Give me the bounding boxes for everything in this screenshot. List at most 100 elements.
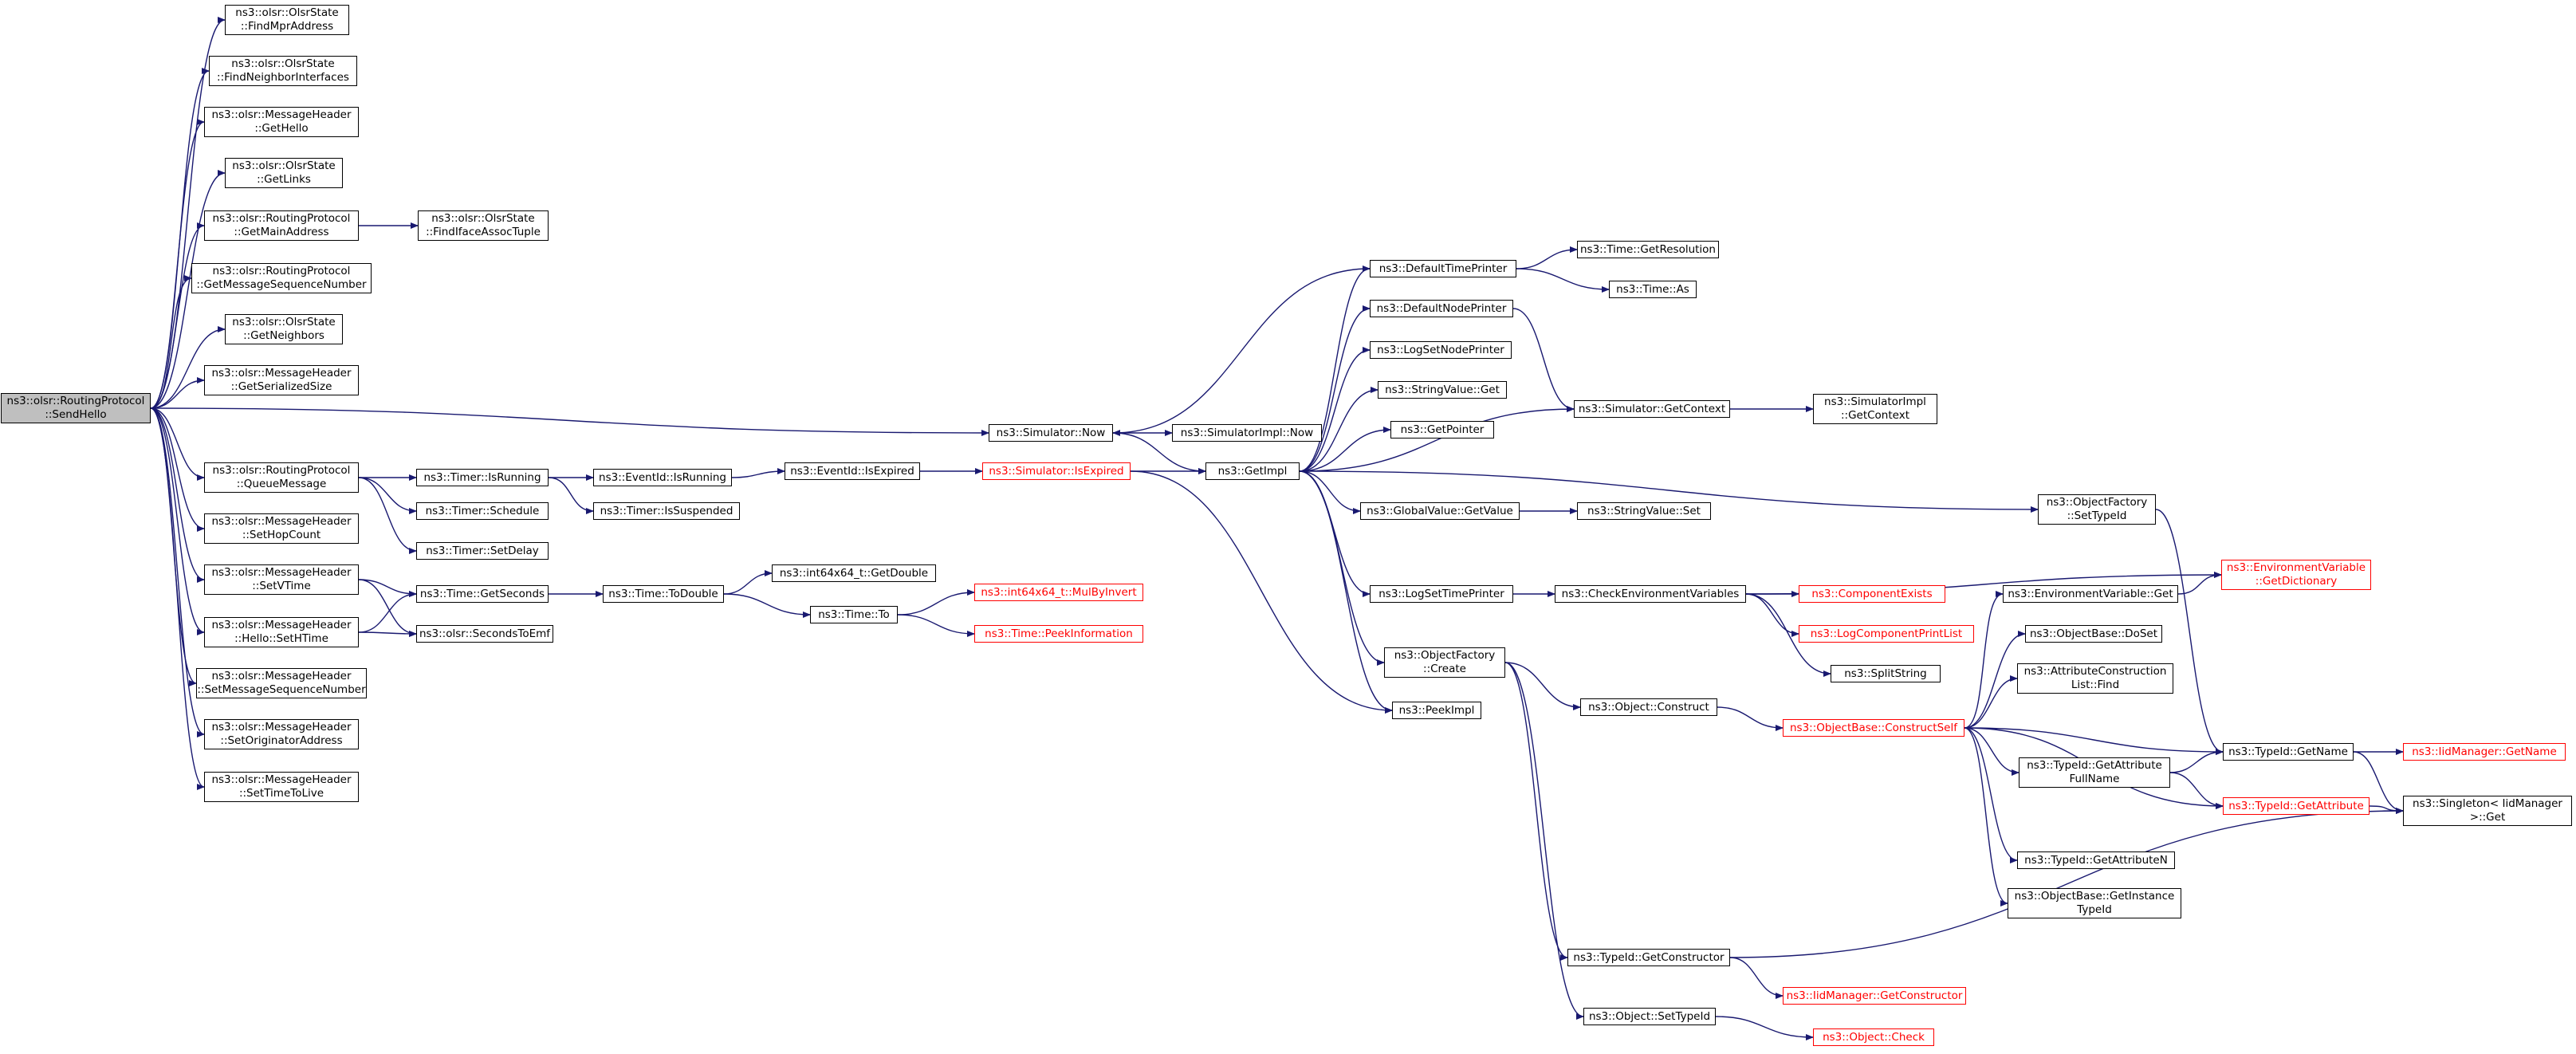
node-simImplNow[interactable]: ns3::SimulatorImpl::Now [1172,424,1322,442]
node-obDoSet[interactable]: ns3::ObjectBase::DoSet [2025,625,2162,643]
node-label: ns3::int64x64_t::MulByInvert [981,585,1137,599]
node-timerSetDelay[interactable]: ns3::Timer::SetDelay [416,542,549,560]
node-checkEnvVars[interactable]: ns3::CheckEnvironmentVariables [1555,585,1746,603]
node-getPointer[interactable]: ns3::GetPointer [1390,421,1494,439]
node-peekImpl[interactable]: ns3::PeekImpl [1392,702,1481,719]
edge-getImpl-to-stringValueGet [1299,387,1378,472]
node-setHTime[interactable]: ns3::olsr::MessageHeader::Hello::SetHTim… [204,617,359,647]
node-stringValueGet[interactable]: ns3::StringValue::Get [1378,381,1507,399]
node-typeIdGetAttr[interactable]: ns3::TypeId::GetAttribute [2223,797,2370,815]
node-getImpl[interactable]: ns3::GetImpl [1205,462,1300,480]
node-logCompPrintList[interactable]: ns3::LogComponentPrintList [1799,625,1974,643]
node-setHopCount[interactable]: ns3::olsr::MessageHeader::SetHopCount [204,513,359,544]
node-objCheck[interactable]: ns3::Object::Check [1813,1028,1934,1046]
node-logSetTimePrinter[interactable]: ns3::LogSetTimePrinter [1370,585,1513,603]
node-label: ::Create [1423,663,1466,675]
edge-setHTime-to-secondsToEmf [358,630,417,637]
node-label: ns3::olsr::MessageHeader [211,566,352,579]
node-label: ns3::Timer::IsRunning [423,470,541,484]
node-int64GetDouble[interactable]: ns3::int64x64_t::GetDouble [772,564,936,582]
node-timeTo[interactable]: ns3::Time::To [810,606,898,623]
node-label: ns3::Time::GetResolution [1579,242,1716,256]
node-envGetDict[interactable]: ns3::EnvironmentVariable::GetDictionary [2221,560,2371,590]
node-eventIdIsRunning[interactable]: ns3::EventId::IsRunning [593,469,732,486]
node-label: ns3::Timer::IsSuspended [600,504,733,517]
node-label: ns3::olsr::OlsrState [232,316,336,328]
node-setOrigAddr[interactable]: ns3::olsr::MessageHeader::SetOriginatorA… [204,719,359,749]
node-setMsgSeq[interactable]: ns3::olsr::MessageHeader::SetMessageSequ… [196,668,367,698]
node-label: ns3::GetPointer [1400,423,1485,436]
node-label: ns3::olsr::MessageHeader [211,670,352,682]
node-objConstruct[interactable]: ns3::Object::Construct [1580,698,1717,716]
node-label: ns3::ObjectBase::DoSet [2029,627,2158,640]
node-label: ::GetHello [254,122,309,135]
node-eventIdIsExpired[interactable]: ns3::EventId::IsExpired [785,462,920,480]
node-getLinks[interactable]: ns3::olsr::OlsrState::GetLinks [225,158,343,188]
node-defTimePrinter[interactable]: ns3::DefaultTimePrinter [1370,260,1516,277]
node-label: ns3::Timer::SetDelay [426,544,539,557]
node-typeIdGetName[interactable]: ns3::TypeId::GetName [2223,743,2354,761]
node-label: ns3::olsr::MessageHeader [211,721,352,733]
node-setVTime[interactable]: ns3::olsr::MessageHeader::SetVTime [204,564,359,595]
edge-typeIdGetConstr-to-singletonGet [1729,808,2404,958]
node-findIfaceAssoc[interactable]: ns3::olsr::OlsrState::FindIfaceAssocTupl… [418,210,549,241]
node-label: ns3::EnvironmentVariable [2226,561,2366,574]
node-label: ns3::CheckEnvironmentVariables [1561,587,1740,600]
edge-root-to-getNeighbors [150,326,226,409]
node-simGetContext[interactable]: ns3::Simulator::GetContext [1574,400,1730,418]
node-iidGetConstr[interactable]: ns3::IidManager::GetConstructor [1783,987,1966,1005]
node-queueMsg[interactable]: ns3::olsr::RoutingProtocol::QueueMessage [204,462,359,493]
node-label: ns3::TypeId::GetConstructor [1573,950,1725,964]
node-peekInfo[interactable]: ns3::Time::PeekInformation [974,625,1143,643]
node-getHello[interactable]: ns3::olsr::MessageHeader::GetHello [204,107,359,137]
node-label: ns3::AttributeConstruction [2023,665,2167,678]
node-timeGetSeconds[interactable]: ns3::Time::GetSeconds [416,585,549,603]
edge-defTimePrinter-to-simNow [1112,268,1371,436]
node-getMainAddr[interactable]: ns3::olsr::RoutingProtocol::GetMainAddre… [204,210,359,241]
node-secondsToEmf[interactable]: ns3::olsr::SecondsToEmf [416,625,553,643]
node-objSetTypeId[interactable]: ns3::Object::SetTypeId [1583,1008,1716,1025]
node-root[interactable]: ns3::olsr::RoutingProtocol::SendHello [1,393,151,423]
node-singletonGet[interactable]: ns3::Singleton< IidManager>::Get [2403,796,2572,826]
node-typeIdGetAttrN[interactable]: ns3::TypeId::GetAttributeN [2017,851,2175,869]
node-splitString[interactable]: ns3::SplitString [1831,665,1941,682]
node-typeIdGetConstr[interactable]: ns3::TypeId::GetConstructor [1567,949,1730,966]
node-simIsExpired[interactable]: ns3::Simulator::IsExpired [982,462,1131,480]
node-obConstructSelf[interactable]: ns3::ObjectBase::ConstructSelf [1783,719,1964,737]
node-label: ns3::LogSetNodePrinter [1377,343,1504,356]
node-timeGetRes[interactable]: ns3::Time::GetResolution [1577,241,1719,258]
node-getNeighbors[interactable]: ns3::olsr::OlsrState::GetNeighbors [225,314,343,344]
node-logSetNodePrinter[interactable]: ns3::LogSetNodePrinter [1370,341,1512,359]
node-timeToDouble[interactable]: ns3::Time::ToDouble [603,585,724,603]
edge-obConstructSelf-to-obGetInstTypeId [1964,727,2008,907]
node-ofSetTypeId[interactable]: ns3::ObjectFactory::SetTypeId [2038,494,2156,525]
node-timerSchedule[interactable]: ns3::Timer::Schedule [416,502,549,520]
node-iidGetName[interactable]: ns3::IidManager::GetName [2403,743,2566,761]
node-timerIsRunning[interactable]: ns3::Timer::IsRunning [416,469,549,486]
node-findMpr[interactable]: ns3::olsr::OlsrState::FindMprAddress [225,5,349,35]
node-getMsgSeq[interactable]: ns3::olsr::RoutingProtocol::GetMessageSe… [191,263,372,293]
node-ofCreate[interactable]: ns3::ObjectFactory::Create [1384,647,1505,678]
edge-defTimePrinter-to-timeAs [1516,268,1610,293]
node-getSerSize[interactable]: ns3::olsr::MessageHeader::GetSerializedS… [204,365,359,395]
edge-root-to-getHello [150,119,205,409]
edge-defNodePrinter-to-simGetContext [1512,308,1575,412]
node-findNbrIf[interactable]: ns3::olsr::OlsrState::FindNeighborInterf… [209,56,357,86]
node-timerIsSuspended[interactable]: ns3::Timer::IsSuspended [593,502,740,520]
node-defNodePrinter[interactable]: ns3::DefaultNodePrinter [1370,300,1513,317]
node-label: >::Get [2469,811,2506,824]
node-mulByInvert[interactable]: ns3::int64x64_t::MulByInvert [974,584,1143,601]
edge-getImpl-to-peekImpl [1299,470,1393,714]
node-simImplGetContext[interactable]: ns3::SimulatorImpl::GetContext [1813,394,1937,424]
node-simNow[interactable]: ns3::Simulator::Now [989,424,1113,442]
node-timeAs[interactable]: ns3::Time::As [1609,281,1697,298]
node-envVarGet[interactable]: ns3::EnvironmentVariable::Get [2003,585,2178,603]
node-label: ns3::olsr::OlsrState [231,57,335,70]
node-stringValueSet[interactable]: ns3::StringValue::Set [1577,502,1711,520]
node-gvGetValue[interactable]: ns3::GlobalValue::GetValue [1360,502,1520,520]
node-compExists[interactable]: ns3::ComponentExists [1799,585,1945,603]
node-setTTL[interactable]: ns3::olsr::MessageHeader::SetTimeToLive [204,772,359,802]
